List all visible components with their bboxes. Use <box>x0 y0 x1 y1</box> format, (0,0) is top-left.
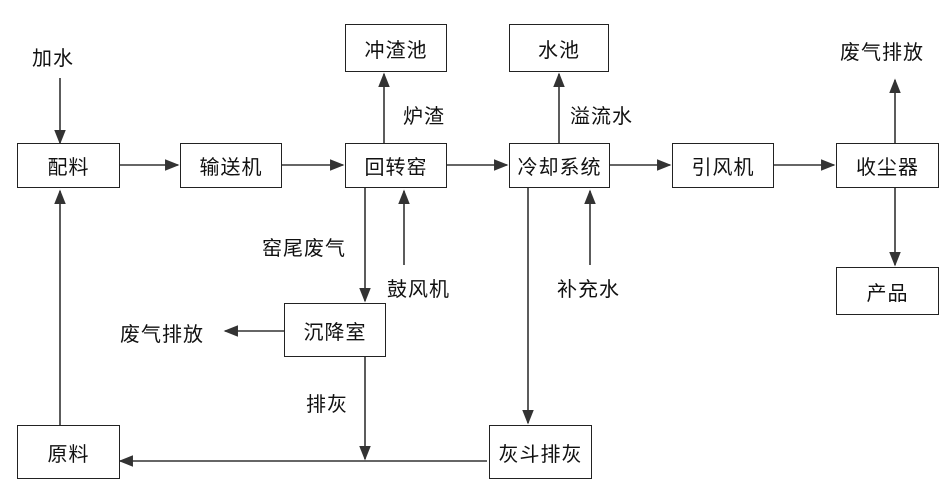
label-overflow-water: 溢流水 <box>570 104 633 128</box>
box-dust-collector: 收尘器 <box>836 143 939 188</box>
box-ash-hopper: 灰斗排灰 <box>489 425 592 479</box>
box-induced-fan: 引风机 <box>672 143 774 188</box>
label-ash-discharge: 排灰 <box>306 392 348 416</box>
label-blower: 鼓风机 <box>387 277 450 301</box>
box-product: 产品 <box>836 267 939 315</box>
label-slag: 炉渣 <box>403 104 445 128</box>
label-exhaust-left: 废气排放 <box>120 322 204 346</box>
label-add-water: 加水 <box>32 46 74 70</box>
box-water-pool: 水池 <box>509 24 609 72</box>
box-rotary-kiln: 回转窑 <box>345 143 447 188</box>
box-slag-pool: 冲渣池 <box>345 24 447 72</box>
label-exhaust-top: 废气排放 <box>840 40 924 64</box>
box-settling-chamber: 沉降室 <box>284 303 386 357</box>
label-makeup-water: 补充水 <box>557 277 620 301</box>
box-mixing: 配料 <box>17 143 120 188</box>
box-cooling-system: 冷却系统 <box>509 143 610 188</box>
box-conveyor: 输送机 <box>180 143 282 188</box>
label-kiln-tail-gas: 窑尾废气 <box>262 236 346 260</box>
box-raw-material: 原料 <box>17 425 120 479</box>
